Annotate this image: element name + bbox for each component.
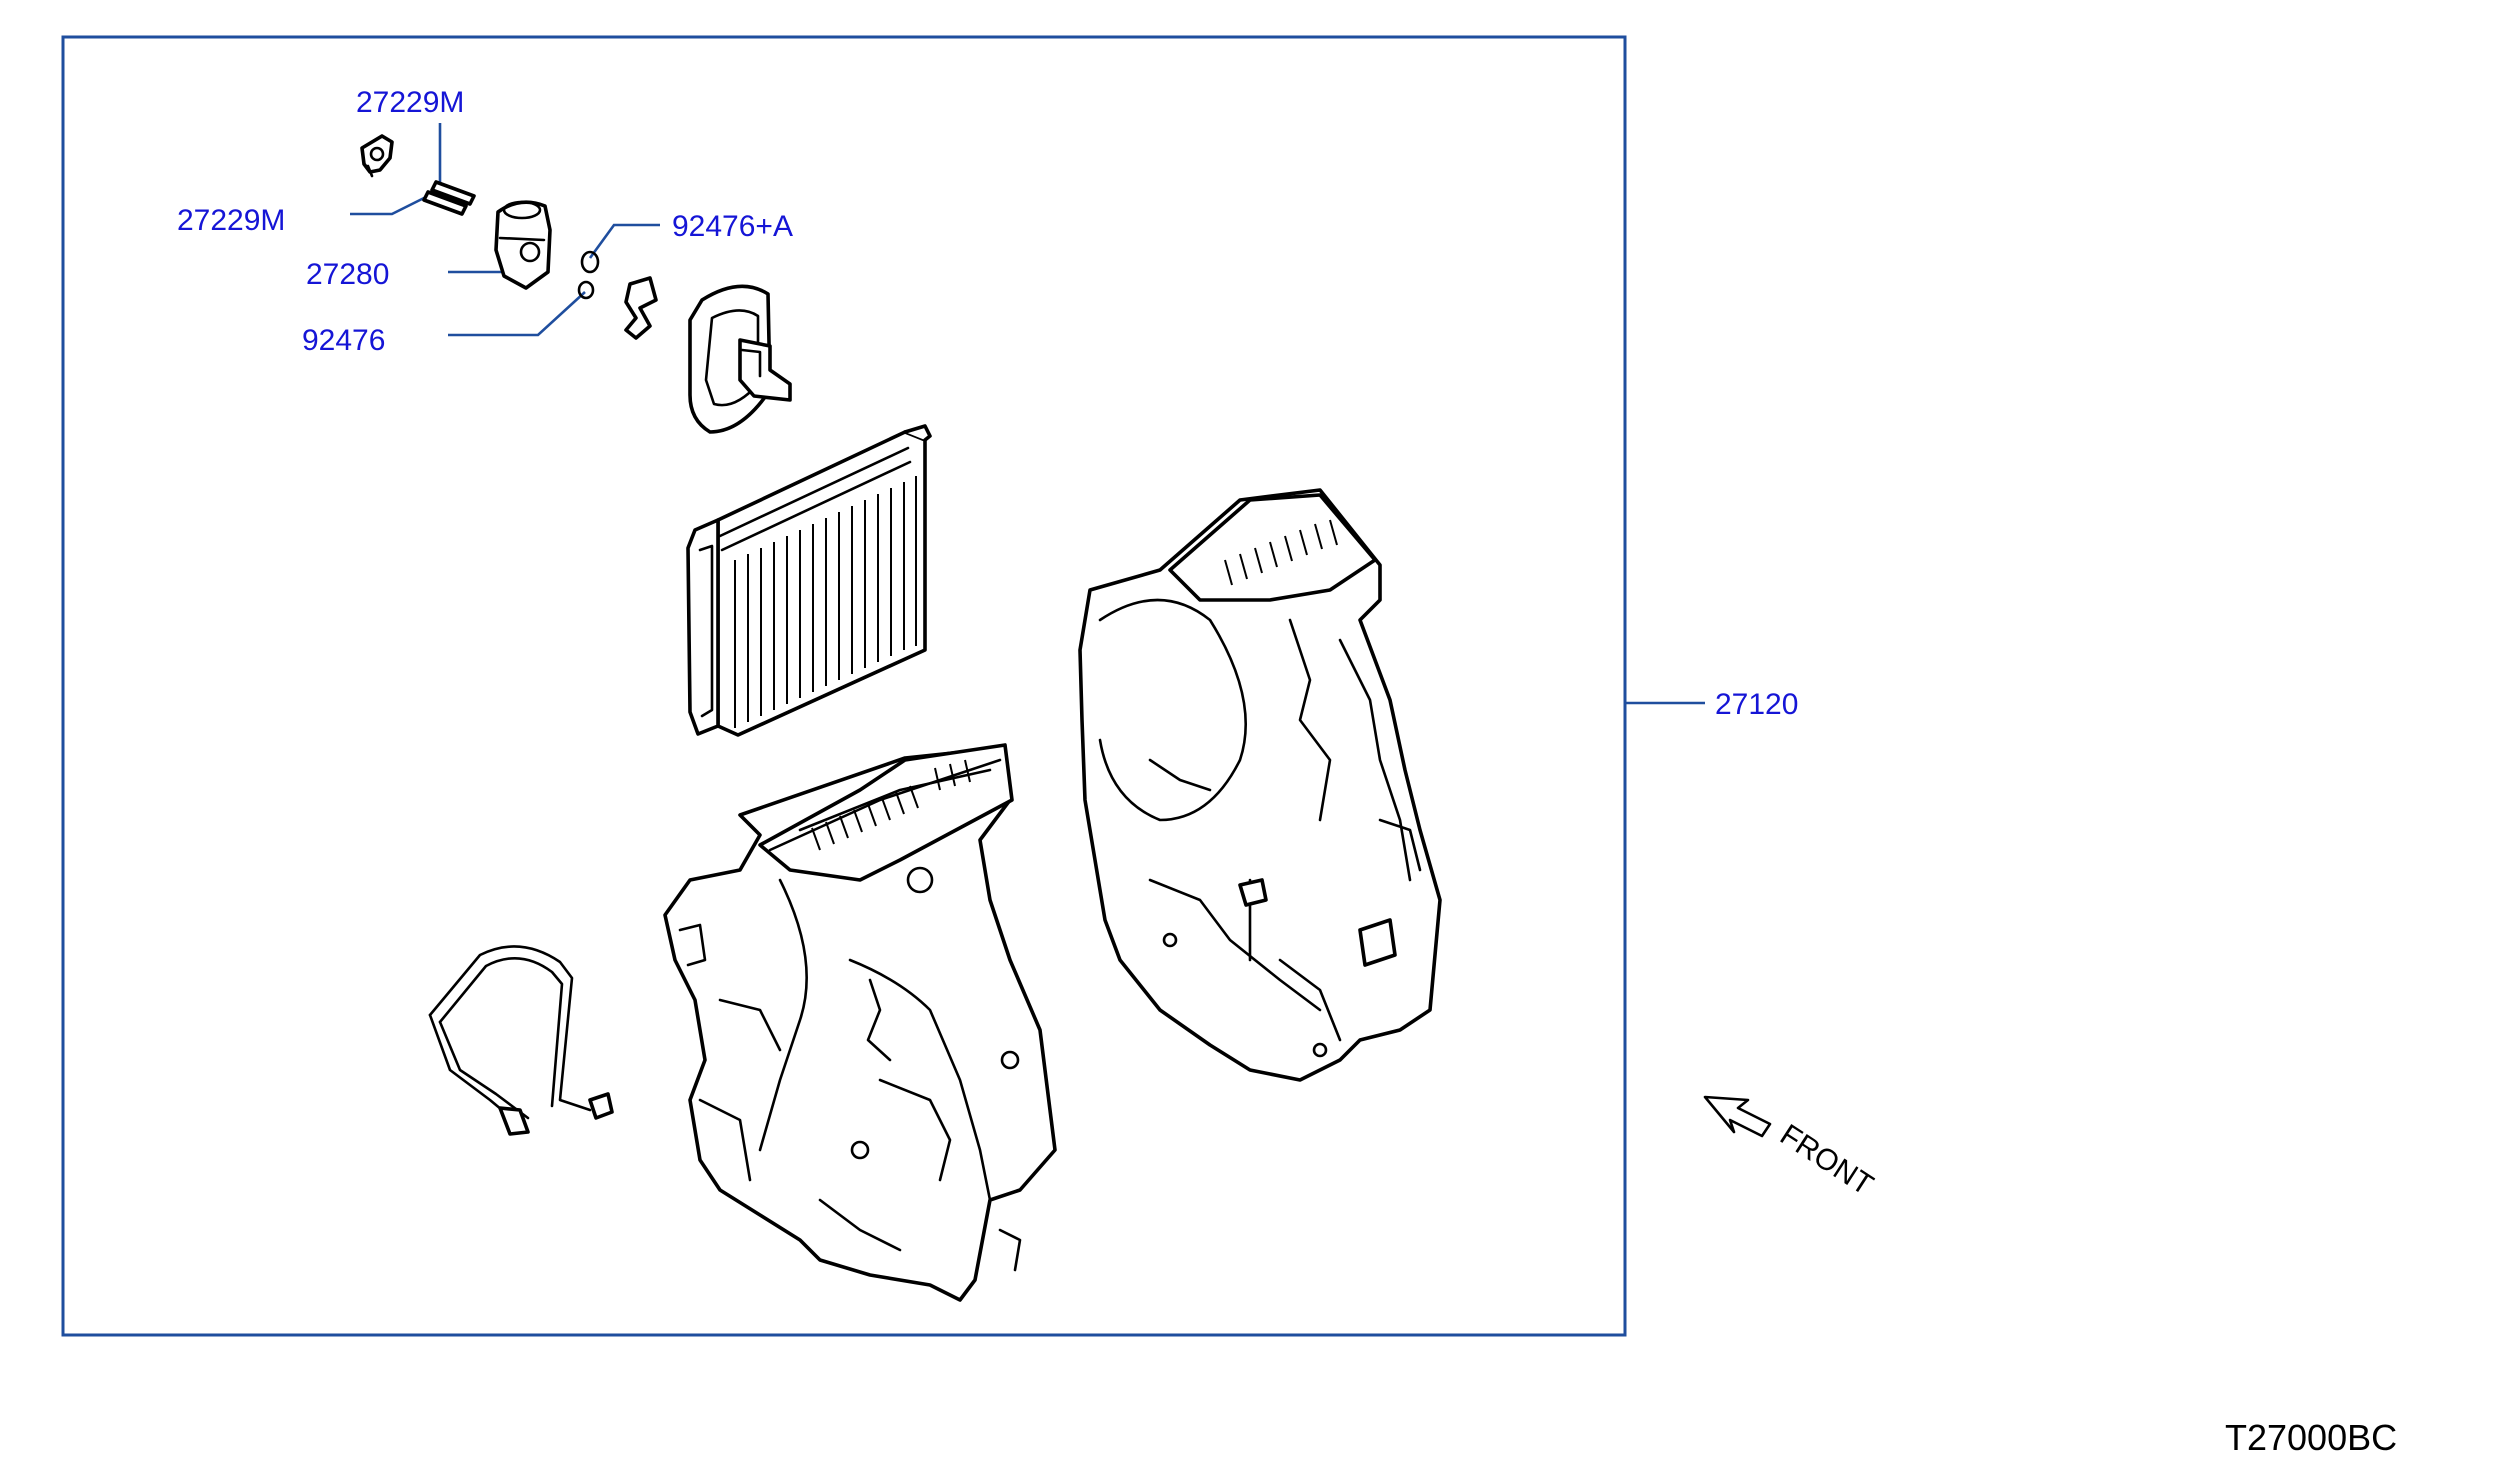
- clip-part: [624, 276, 658, 340]
- leader-92476a: [588, 223, 660, 259]
- callout-27229m-top: 27229M: [356, 86, 464, 119]
- rear-vent-louvers: [1224, 519, 1338, 586]
- diagram-code: T27000BC: [2225, 1417, 2397, 1458]
- callout-27280: 27280: [306, 258, 389, 291]
- callout-27229m-left: 27229M: [177, 204, 285, 237]
- bracket-part: [360, 134, 394, 178]
- front-vent-louvers: [811, 759, 971, 851]
- evaporator-fins: [734, 476, 917, 728]
- heater-unit-rear-part: [1078, 488, 1442, 1082]
- heater-unit-front-part: [663, 743, 1057, 1302]
- o-rings-part: [577, 250, 600, 300]
- front-arrow-icon: [1703, 1095, 1772, 1138]
- wire-harness-part: [428, 945, 614, 1136]
- expansion-valve-part: [494, 200, 552, 290]
- assembly-frame: [61, 35, 1627, 1337]
- grommet-part: [688, 284, 792, 434]
- leader-27229m-left: [350, 194, 429, 216]
- leader-92476: [448, 291, 586, 337]
- leader-lines: [350, 123, 1705, 705]
- front-direction-label: FRONT: [1774, 1118, 1879, 1202]
- callout-27120: 27120: [1715, 688, 1798, 721]
- callout-92476a: 92476+A: [672, 210, 793, 243]
- bolts-part: [422, 180, 476, 216]
- callout-92476: 92476: [302, 324, 385, 357]
- evaporator-core-part: [686, 424, 932, 737]
